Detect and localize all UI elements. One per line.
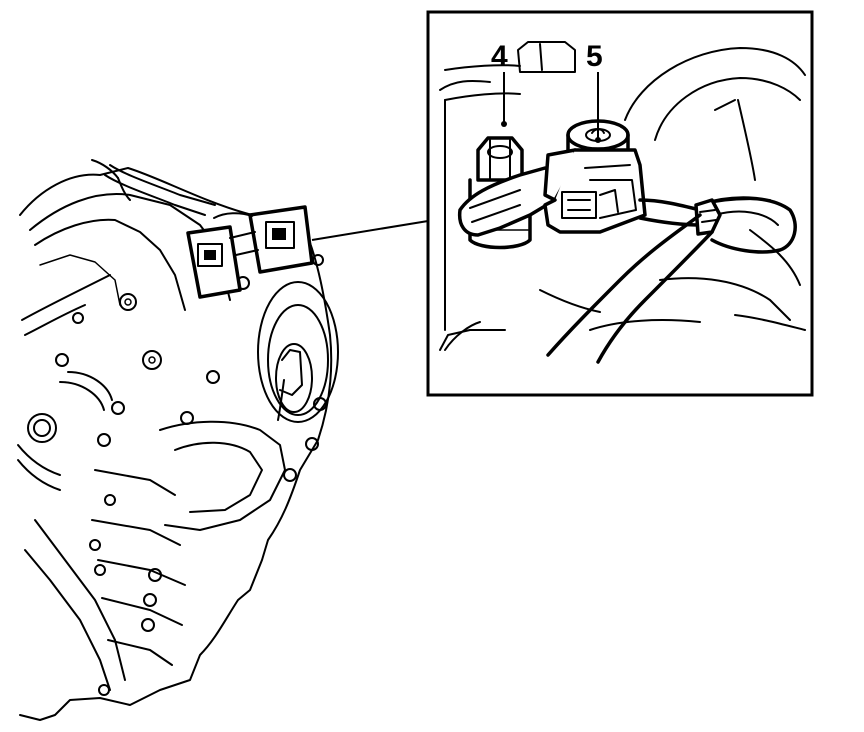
sensor-4 [468,136,532,250]
sensor-connectors [186,205,314,299]
transmission-housing [17,159,339,721]
detail-inset: 4 5 [426,10,814,397]
callout-4-dot [501,121,507,127]
wiring-harness [546,196,797,364]
callout-5-dot [595,137,601,143]
detail-leader-line [311,220,429,241]
callout-4-label: 4 [491,40,508,73]
callout-5-label: 5 [586,40,603,73]
detail-connector [457,148,647,237]
